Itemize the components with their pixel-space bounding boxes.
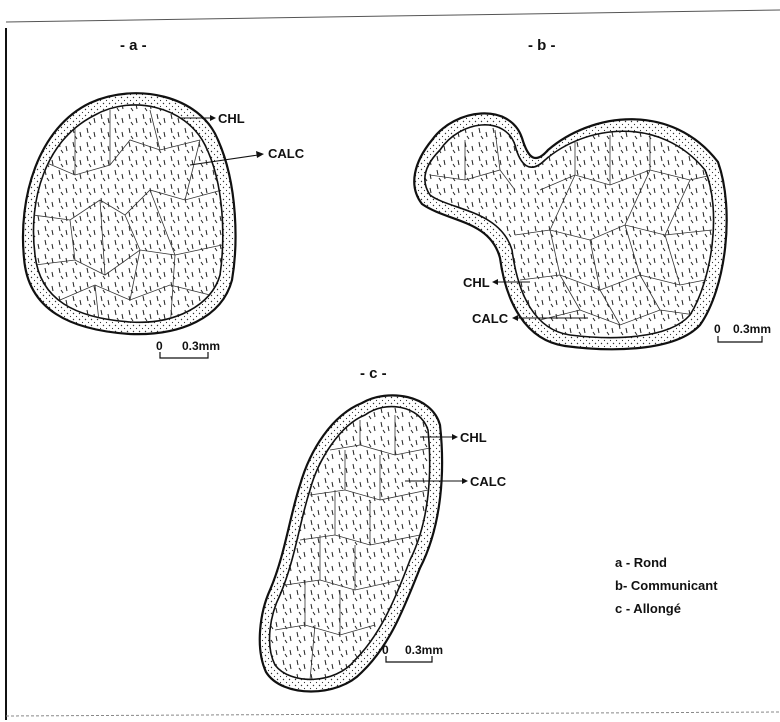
panel-b-scale-zero: 0 [714, 322, 721, 336]
panel-a: - a - CHL CALC 0 0.3mm [20, 37, 305, 358]
frame-bottom [6, 712, 780, 716]
panel-b-scale-bar [718, 336, 762, 342]
panel-b-chl-label: CHL [463, 275, 490, 290]
panel-c-scale-value: 0.3mm [405, 643, 443, 657]
panel-c-chl-label: CHL [460, 430, 487, 445]
panel-a-calc-label: CALC [268, 146, 305, 161]
panel-c-chl-arrowhead [452, 434, 458, 440]
panel-c-scale-zero: 0 [382, 643, 389, 657]
panel-b-chl-arrowhead [492, 279, 498, 285]
legend-item-communicant: b- Communicant [615, 578, 718, 593]
panel-a-chl-arrowhead [210, 115, 216, 121]
panel-b-calc-label: CALC [472, 311, 509, 326]
panel-b-calc-arrowhead [512, 315, 518, 321]
panel-c-calc-label: CALC [470, 474, 507, 489]
panel-a-calc-arrowhead [256, 151, 264, 158]
panel-b-title: - b - [528, 37, 556, 54]
panel-a-chl-label: CHL [218, 111, 245, 126]
panel-a-scale-zero: 0 [156, 339, 163, 353]
frame-top [6, 10, 780, 22]
panel-c-calc-arrowhead [462, 478, 468, 484]
panel-c: - c - CHL CALC 0 0.3mm [255, 365, 507, 695]
panel-a-title: - a - [120, 37, 147, 54]
panel-a-scale-value: 0.3mm [182, 339, 220, 353]
panel-b: - b - CHL CALC 0 0.3mm [414, 37, 771, 350]
legend: a - Rond b- Communicant c - Allongé [615, 555, 718, 616]
panel-c-title: - c - [360, 365, 387, 382]
panel-b-scale-value: 0.3mm [733, 322, 771, 336]
legend-item-allonge: c - Allongé [615, 601, 681, 616]
legend-item-rond: a - Rond [615, 555, 667, 570]
